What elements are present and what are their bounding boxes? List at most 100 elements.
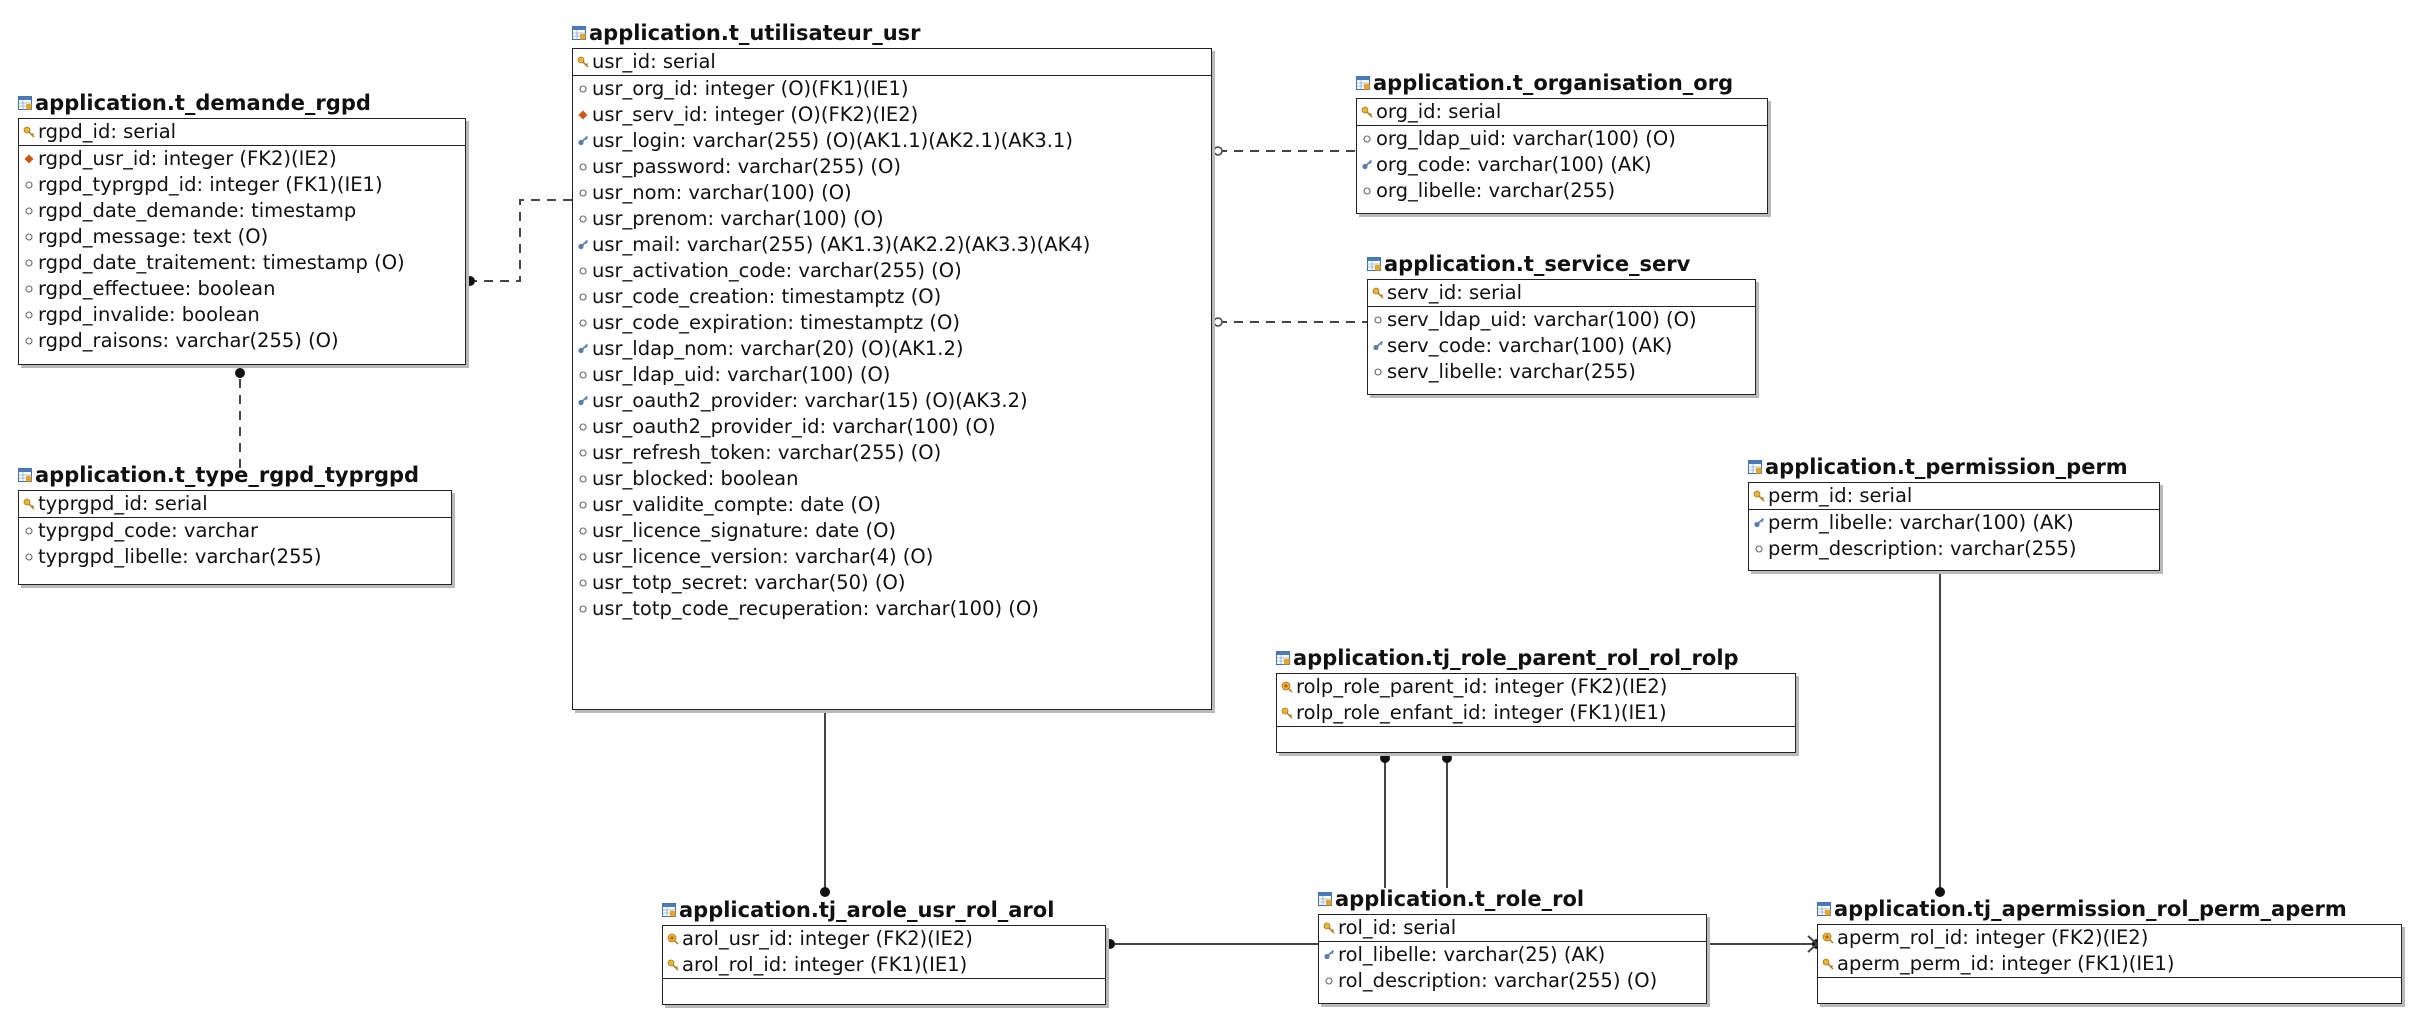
entity-title: application.t_role_rol	[1318, 884, 1584, 914]
attribute-label: rgpd_invalide: boolean	[38, 303, 260, 326]
circle-icon	[576, 420, 590, 434]
table-icon	[572, 26, 586, 40]
attribute-row: rol_description: varchar(255) (O)	[1319, 968, 1706, 994]
entity-box: arol_usr_id: integer (FK2)(IE2)arol_rol_…	[662, 925, 1106, 1005]
attributes-section: org_ldap_uid: varchar(100) (O)org_code: …	[1357, 126, 1767, 204]
entity-box: aperm_rol_id: integer (FK2)(IE2)aperm_pe…	[1817, 924, 2402, 1004]
end-dot-rolp-parent	[1380, 753, 1390, 763]
attribute-label: serv_code: varchar(100) (AK)	[1387, 334, 1673, 357]
key-icon	[1821, 957, 1835, 971]
attribute-label: usr_activation_code: varchar(255) (O)	[592, 259, 962, 282]
attribute-label: rgpd_id: serial	[38, 120, 177, 143]
attribute-row: serv_libelle: varchar(255)	[1368, 359, 1755, 385]
circle-icon	[576, 524, 590, 538]
circle-icon	[1360, 132, 1374, 146]
attribute-row: rgpd_date_demande: timestamp	[19, 198, 465, 224]
entity-title-text: application.tj_arole_usr_rol_arol	[679, 898, 1055, 922]
attribute-row: usr_validite_compte: date (O)	[573, 492, 1211, 518]
attribute-label: rgpd_effectuee: boolean	[38, 277, 276, 300]
attribute-row: usr_totp_secret: varchar(50) (O)	[573, 570, 1211, 596]
key-icon	[22, 125, 36, 139]
circle-icon	[576, 550, 590, 564]
end-hollow-org	[1213, 146, 1223, 156]
table-icon	[1367, 257, 1381, 271]
pfk-key-icon	[1821, 931, 1835, 945]
attribute-row: serv_code: varchar(100) (AK)	[1368, 333, 1755, 359]
circle-icon	[576, 160, 590, 174]
circle-icon	[576, 446, 590, 460]
ak-key-icon	[1360, 158, 1374, 172]
end-hollow-serv	[1213, 317, 1223, 327]
attribute-row: rgpd_typrgpd_id: integer (FK1)(IE1)	[19, 172, 465, 198]
circle-icon	[576, 316, 590, 330]
circle-icon	[576, 368, 590, 382]
entity-title: application.tj_role_parent_rol_rol_rolp	[1276, 643, 1739, 673]
attribute-row: rgpd_message: text (O)	[19, 224, 465, 250]
table-icon	[1276, 651, 1290, 665]
attribute-row: aperm_rol_id: integer (FK2)(IE2)	[1818, 925, 2401, 951]
attribute-row: usr_serv_id: integer (O)(FK2)(IE2)	[573, 102, 1211, 128]
attribute-label: usr_login: varchar(255) (O)(AK1.1)(AK2.1…	[592, 129, 1073, 152]
circle-icon	[1360, 184, 1374, 198]
attribute-row: usr_login: varchar(255) (O)(AK1.1)(AK2.1…	[573, 128, 1211, 154]
attribute-label: usr_serv_id: integer (O)(FK2)(IE2)	[592, 103, 919, 126]
attribute-row: rol_id: serial	[1319, 915, 1706, 941]
attribute-row: org_code: varchar(100) (AK)	[1357, 152, 1767, 178]
circle-icon	[22, 204, 36, 218]
circle-icon	[1371, 365, 1385, 379]
attribute-row: typrgpd_id: serial	[19, 491, 451, 517]
attribute-label: org_id: serial	[1376, 100, 1502, 123]
key-icon	[1280, 706, 1294, 720]
attribute-row: perm_description: varchar(255)	[1749, 536, 2159, 562]
attribute-label: aperm_rol_id: integer (FK2)(IE2)	[1837, 926, 2149, 949]
attribute-label: perm_id: serial	[1768, 484, 1913, 507]
key-icon	[1371, 286, 1385, 300]
circle-icon	[22, 334, 36, 348]
attribute-row: usr_code_creation: timestamptz (O)	[573, 284, 1211, 310]
attribute-label: rgpd_usr_id: integer (FK2)(IE2)	[38, 147, 337, 170]
circle-icon	[22, 178, 36, 192]
attribute-row: usr_oauth2_provider: varchar(15) (O)(AK3…	[573, 388, 1211, 414]
key-icon	[1322, 921, 1336, 935]
attribute-row: rolp_role_enfant_id: integer (FK1)(IE1)	[1277, 700, 1795, 726]
attribute-label: typrgpd_libelle: varchar(255)	[38, 545, 322, 568]
attribute-label: usr_code_expiration: timestamptz (O)	[592, 311, 960, 334]
pfk-key-icon	[1280, 680, 1294, 694]
primary-key-section: rol_id: serial	[1319, 915, 1706, 942]
attributes-section: serv_ldap_uid: varchar(100) (O) serv_code…	[1368, 307, 1755, 385]
entity-title: application.t_permission_perm	[1748, 452, 2128, 482]
circle-icon	[576, 498, 590, 512]
attribute-label: usr_licence_signature: date (O)	[592, 519, 897, 542]
attribute-row: usr_blocked: boolean	[573, 466, 1211, 492]
attribute-label: rol_description: varchar(255) (O)	[1338, 969, 1658, 992]
attribute-row: rgpd_date_traitement: timestamp (O)	[19, 250, 465, 276]
attribute-label: usr_prenom: varchar(100) (O)	[592, 207, 884, 230]
table-icon	[662, 903, 676, 917]
attribute-label: rolp_role_enfant_id: integer (FK1)(IE1)	[1296, 701, 1667, 724]
attribute-label: org_code: varchar(100) (AK)	[1376, 153, 1652, 176]
entity-box: org_id: serial org_ldap_uid: varchar(100)…	[1356, 98, 1768, 214]
attribute-label: usr_org_id: integer (O)(FK1)(IE1)	[592, 77, 909, 100]
entity-title-text: application.t_service_serv	[1384, 252, 1691, 276]
key-icon	[1752, 489, 1766, 503]
attribute-row: usr_id: serial	[573, 49, 1211, 75]
ak-key-icon	[576, 394, 590, 408]
attribute-label: rolp_role_parent_id: integer (FK2)(IE2)	[1296, 675, 1668, 698]
entity-title-text: application.t_organisation_org	[1373, 71, 1734, 95]
attributes-section: rgpd_usr_id: integer (FK2)(IE2)rgpd_typr…	[19, 146, 465, 354]
primary-key-section: rolp_role_parent_id: integer (FK2)(IE2) r…	[1277, 674, 1795, 727]
attribute-row: rgpd_id: serial	[19, 119, 465, 145]
attribute-label: usr_refresh_token: varchar(255) (O)	[592, 441, 942, 464]
attribute-row: rgpd_effectuee: boolean	[19, 276, 465, 302]
attribute-label: serv_ldap_uid: varchar(100) (O)	[1387, 308, 1697, 331]
attribute-row: usr_mail: varchar(255) (AK1.3)(AK2.2)(AK…	[573, 232, 1211, 258]
entity-title: application.tj_arole_usr_rol_arol	[662, 895, 1054, 925]
ak-key-icon	[1371, 339, 1385, 353]
attribute-row: usr_licence_version: varchar(4) (O)	[573, 544, 1211, 570]
circle-icon	[576, 472, 590, 486]
